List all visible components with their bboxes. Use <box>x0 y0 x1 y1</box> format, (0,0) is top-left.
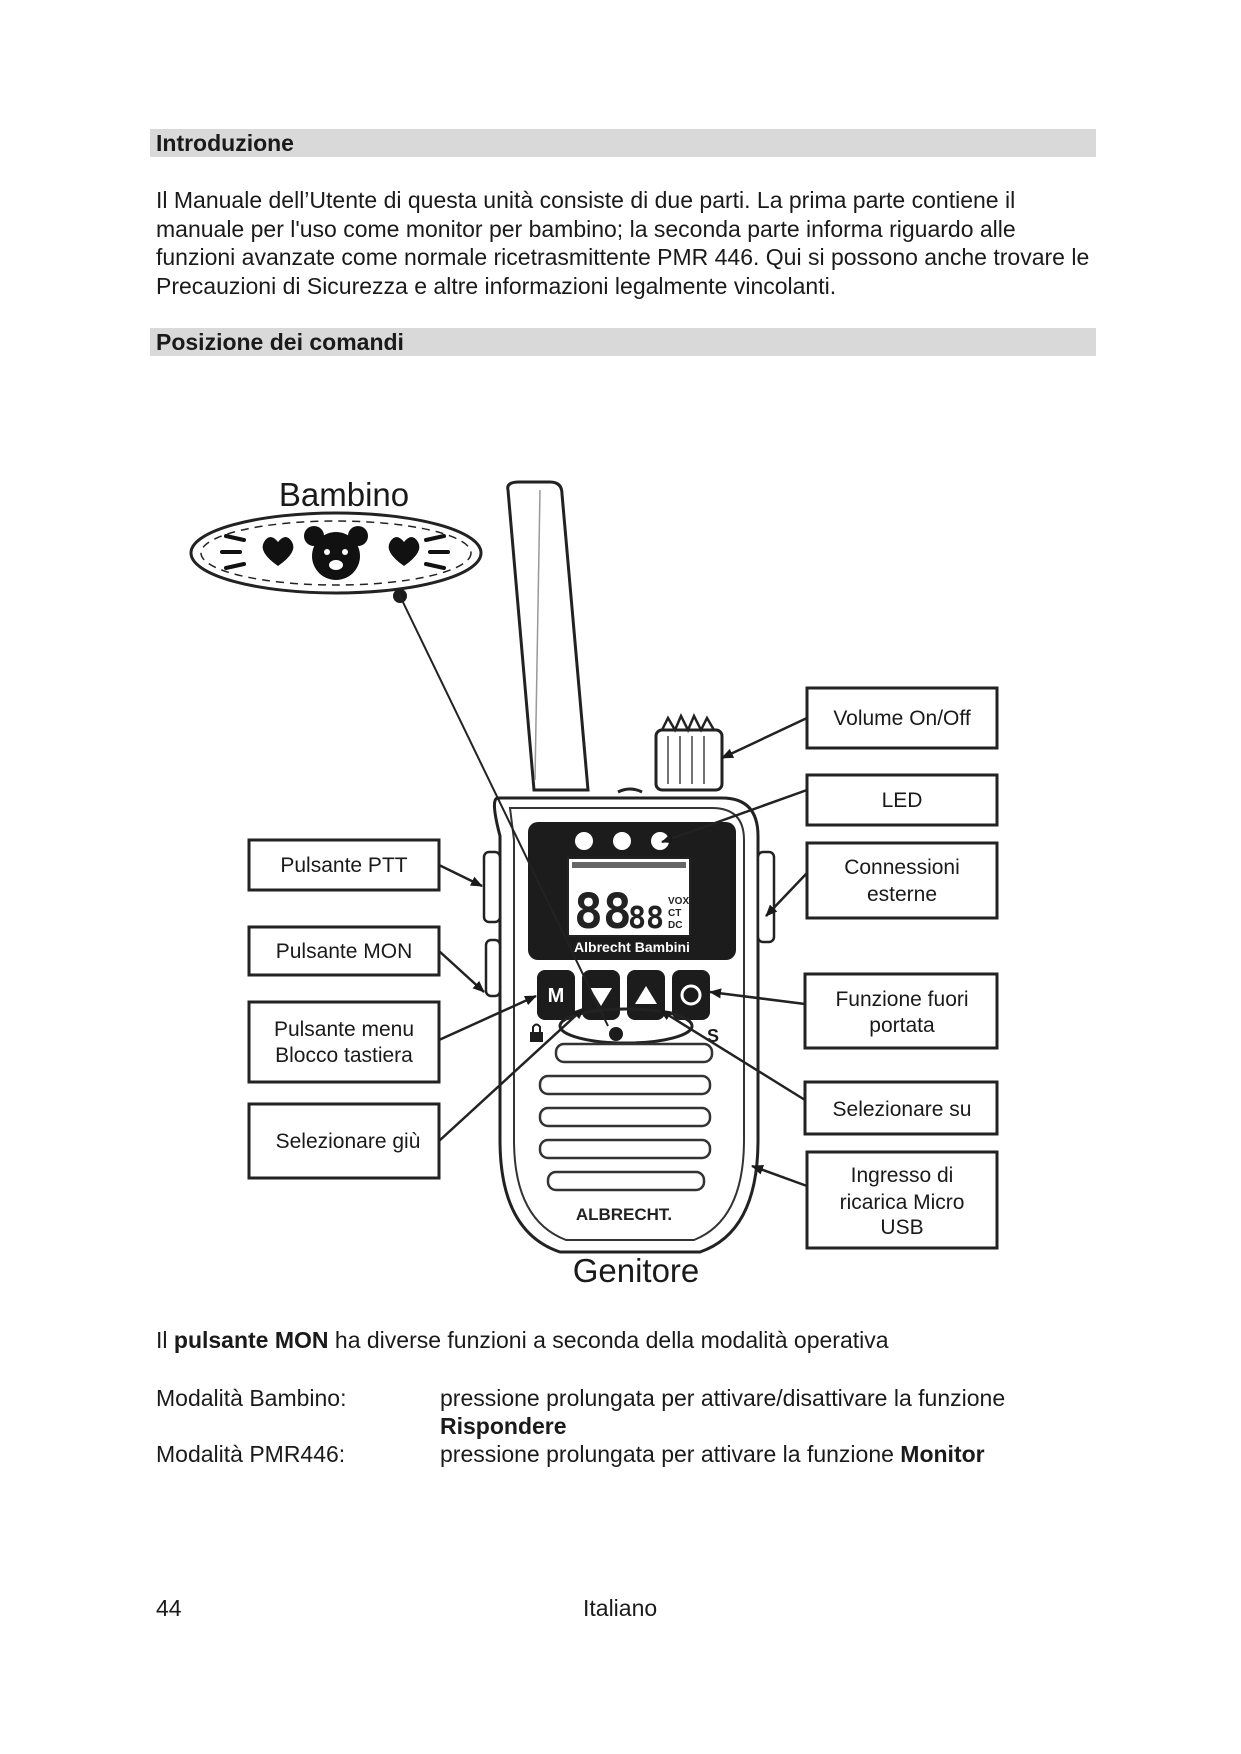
callout-led: LED <box>805 773 999 827</box>
lcd-main-digits: 88 <box>574 884 632 940</box>
callout-menu-lock: Pulsante menu Blocco tastiera <box>247 1000 441 1084</box>
lcd-brand: Albrecht Bambini <box>574 939 690 955</box>
antenna <box>506 480 590 792</box>
child-badge-leader-line <box>399 595 609 1027</box>
callout-volume: Volume On/Off <box>805 686 999 750</box>
svg-text:M: M <box>548 985 565 1007</box>
key-m: M <box>537 970 575 1020</box>
svg-text:Selezionare giù: Selezionare giù <box>276 1130 421 1153</box>
key-up <box>627 970 665 1020</box>
svg-text:Pulsante MON: Pulsante MON <box>276 940 413 963</box>
led-indicator-1 <box>575 832 593 850</box>
mode-row-pmr446: Modalità PMR446: pressione prolungata pe… <box>156 1440 1100 1468</box>
lcd-flag-ct: CT <box>668 908 681 919</box>
callout-ptt: Pulsante PTT <box>247 838 441 892</box>
lcd-screen <box>567 857 691 937</box>
mode-row-child: Modalità Bambino: pressione prolungata p… <box>156 1384 1100 1440</box>
svg-text:Ingresso di: Ingresso di <box>851 1164 954 1187</box>
svg-text:Selezionare su: Selezionare su <box>833 1098 972 1121</box>
callout-select-down: Selezionare giù <box>247 1102 441 1180</box>
svg-text:Funzione fuori: Funzione fuori <box>835 988 968 1011</box>
svg-text:Volume On/Off: Volume On/Off <box>833 707 971 730</box>
albrecht-logo: ALBRECHT. <box>576 1205 672 1224</box>
svg-text:portata: portata <box>869 1014 935 1037</box>
svg-text:Pulsante menu: Pulsante menu <box>274 1018 414 1041</box>
page-number: 44 <box>156 1595 182 1621</box>
external-port-cover <box>756 850 776 944</box>
svg-text:USB: USB <box>880 1216 923 1239</box>
callout-usb-charging: Ingresso di ricarica Micro USB <box>805 1150 999 1250</box>
svg-text:ricarica Micro: ricarica Micro <box>840 1191 965 1214</box>
mode-name: Modalità PMR446: <box>156 1441 346 1467</box>
mon-bold-term: pulsante MON <box>173 1327 329 1353</box>
svg-text:LED: LED <box>882 789 923 812</box>
svg-text:Connessioni: Connessioni <box>844 856 960 879</box>
key-down <box>582 970 620 1020</box>
svg-text:Pulsante PTT: Pulsante PTT <box>280 854 407 877</box>
section-heading-controls: Posizione dei comandi <box>150 328 1096 356</box>
speaker-grille <box>538 1042 714 1192</box>
callout-mon: Pulsante MON <box>247 925 441 977</box>
parent-label: Genitore <box>573 1252 700 1289</box>
callout-out-of-range: Funzione fuori portata <box>803 972 999 1050</box>
mode-name: Modalità Bambino: <box>156 1385 347 1411</box>
keypad-lock-icon <box>530 1023 543 1042</box>
mode-description: pressione prolungata per attivare la fun… <box>440 1441 985 1467</box>
volume-knob <box>654 713 724 792</box>
mon-description: Il pulsante MON ha diverse funzioni a se… <box>156 1327 889 1353</box>
mode-description: pressione prolungata per attivare/disatt… <box>440 1385 1006 1439</box>
footer-language: Italiano <box>583 1595 658 1621</box>
child-label: Bambino <box>279 476 409 513</box>
lcd-sub-digits: 88 <box>628 901 664 936</box>
callout-external-connections: Connessioni esterne <box>805 841 999 920</box>
lcd-flag-vox: VOX <box>668 896 689 907</box>
svg-text:esterne: esterne <box>867 883 937 906</box>
ptt-side-button <box>482 850 502 924</box>
child-mode-badge <box>189 511 483 595</box>
section-heading-intro: Introduzione <box>150 129 1096 157</box>
led-indicator-2 <box>613 832 631 850</box>
callout-select-up: Selezionare su <box>803 1080 999 1136</box>
mon-side-button <box>484 938 502 998</box>
key-out-of-range <box>672 970 710 1020</box>
intro-paragraph: Il Manuale dell’Utente di questa unità c… <box>156 187 1090 299</box>
lcd-flag-dc: DC <box>668 920 682 931</box>
svg-text:Blocco tastiera: Blocco tastiera <box>275 1044 413 1067</box>
